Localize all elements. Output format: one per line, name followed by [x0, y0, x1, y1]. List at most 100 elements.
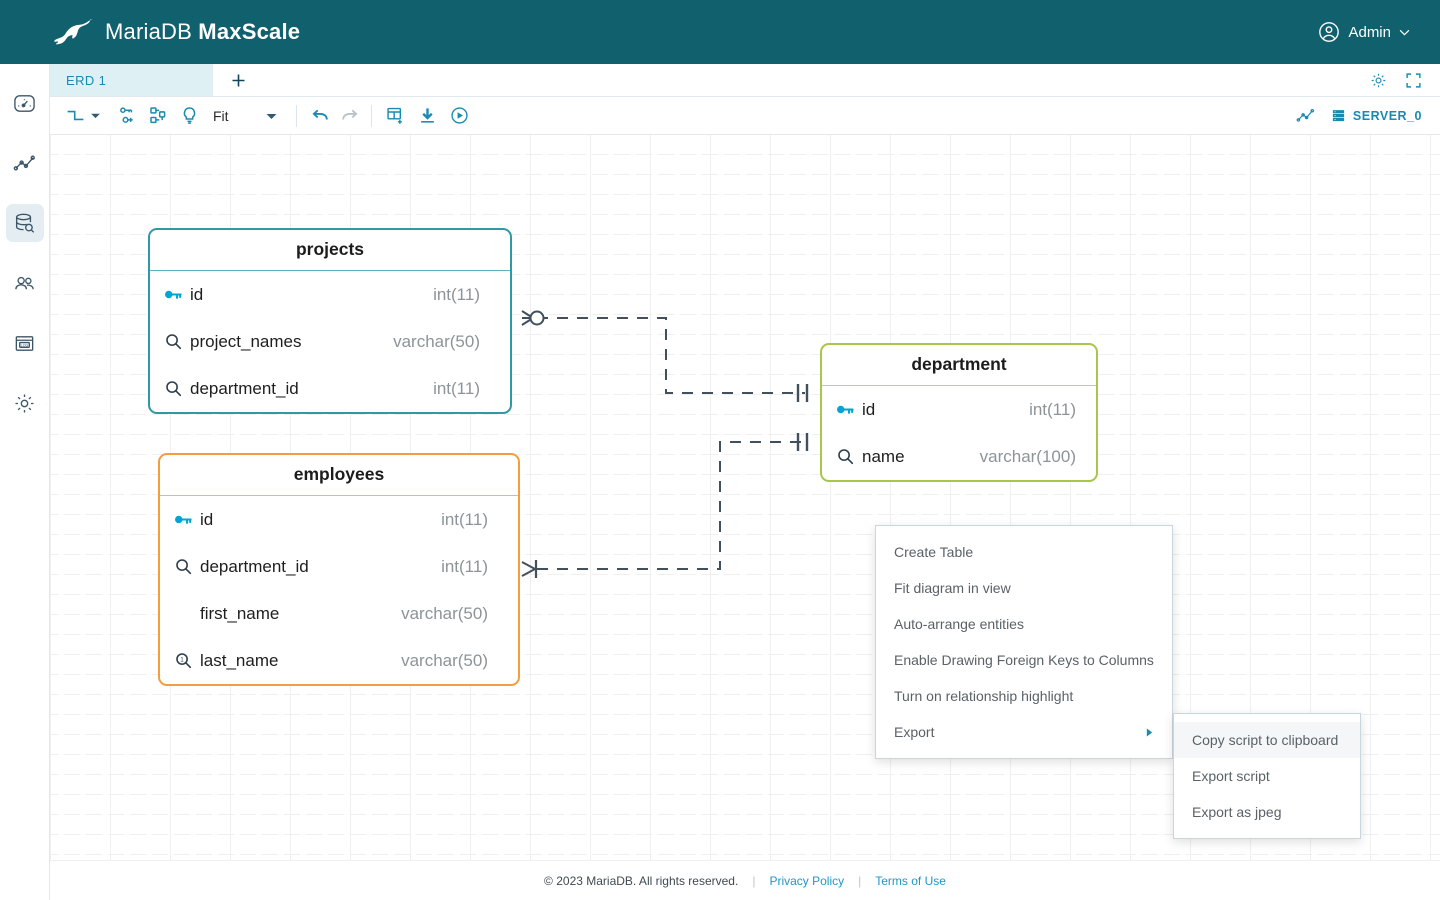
column-row[interactable]: id int(11) — [150, 271, 510, 318]
chevron-down-icon — [1399, 29, 1410, 36]
run-script-button[interactable] — [450, 106, 469, 125]
gear-icon — [15, 393, 34, 413]
column-name: id — [862, 399, 876, 419]
add-table-button[interactable] — [386, 106, 405, 125]
column-row[interactable]: id int(11) — [822, 386, 1096, 433]
redo-button[interactable] — [340, 106, 359, 125]
toolbar-divider-2 — [370, 104, 372, 127]
server-stack-icon — [1332, 110, 1345, 122]
export-submenu-item-label: Export as jpeg — [1192, 804, 1282, 820]
column-row[interactable]: name varchar(100) — [822, 433, 1096, 480]
add-table-icon — [386, 107, 402, 124]
import-script-button[interactable] — [418, 106, 437, 125]
tab-erd-1[interactable]: ERD 1 — [50, 64, 213, 96]
export-submenu[interactable]: Copy script to clipboard Export script E… — [1173, 713, 1361, 839]
context-menu-item-label: Create Table — [894, 544, 974, 560]
terms-of-use-link[interactable]: Terms of Use — [875, 873, 946, 888]
context-menu-item-relationship-highlight[interactable]: Turn on relationship highlight — [876, 678, 1172, 714]
svg-text:1: 1 — [180, 656, 184, 663]
admin-label: Admin — [1348, 23, 1391, 41]
undo-button[interactable] — [311, 106, 330, 125]
sidebar-item-settings[interactable] — [6, 384, 44, 422]
line-chart-icon — [13, 155, 35, 170]
auto-arrange-button[interactable] — [149, 106, 168, 125]
column-type: varchar(50) — [393, 331, 480, 351]
mariadb-seal-logo — [54, 19, 94, 45]
fullscreen-icon[interactable] — [1405, 72, 1422, 89]
context-menu-item-label: Export — [894, 724, 935, 740]
relationship-highlight-button[interactable] — [180, 106, 199, 125]
canvas-context-menu[interactable]: Create Table Fit diagram in view Auto-ar… — [875, 525, 1173, 759]
column-type: int(11) — [433, 284, 480, 304]
column-row[interactable]: 1 last_name varchar(50) — [160, 637, 518, 684]
admin-menu[interactable]: Admin — [1318, 21, 1410, 43]
redo-icon — [341, 109, 358, 120]
context-menu-item-fit-diagram[interactable]: Fit diagram in view — [876, 570, 1172, 606]
column-type: int(11) — [441, 509, 488, 529]
toolbar-right-group: SERVER_0 — [1296, 106, 1440, 125]
context-menu-item-create-table[interactable]: Create Table — [876, 534, 1172, 570]
column-row[interactable]: project_names varchar(50) — [150, 318, 510, 365]
tab-erd-1-label: ERD 1 — [66, 72, 107, 88]
column-row[interactable]: department_id int(11) — [160, 543, 518, 590]
zoom-level-select[interactable]: Fit — [213, 108, 278, 124]
zoom-level-label: Fit — [213, 107, 229, 124]
primary-key-icon — [836, 400, 858, 420]
context-menu-item-label: Fit diagram in view — [894, 580, 1011, 596]
column-row[interactable]: id int(11) — [160, 496, 518, 543]
context-menu-item-export[interactable]: Export — [876, 714, 1172, 750]
column-name: name — [862, 446, 905, 466]
tab-strip-actions — [1370, 64, 1440, 96]
sidebar-item-visualization[interactable] — [6, 144, 44, 182]
export-submenu-item-copy-script[interactable]: Copy script to clipboard — [1174, 722, 1360, 758]
undo-icon — [312, 109, 328, 120]
export-submenu-item-export-jpeg[interactable]: Export as jpeg — [1174, 794, 1360, 830]
index-icon — [164, 379, 186, 399]
entity-projects[interactable]: projects id int(11) project_names varcha… — [148, 228, 512, 414]
line-chart-icon[interactable] — [1296, 106, 1315, 125]
sidebar-item-dashboard[interactable] — [6, 84, 44, 122]
orthogonal-line-icon — [67, 110, 84, 121]
sidebar-item-query-editor[interactable] — [5, 204, 44, 242]
column-row[interactable]: first_name varchar(50) — [160, 590, 518, 637]
lightbulb-icon — [183, 107, 196, 124]
primary-key-icon — [164, 285, 186, 305]
auto-arrange-icon — [150, 107, 166, 124]
context-menu-item-auto-arrange[interactable]: Auto-arrange entities — [876, 606, 1172, 642]
column-row[interactable]: department_id int(11) — [150, 365, 510, 412]
server-label: SERVER_0 — [1352, 108, 1422, 123]
settings-gear-icon[interactable] — [1370, 72, 1387, 89]
foreign-key-button[interactable] — [118, 106, 137, 125]
tab-strip: ERD 1 — [50, 64, 1440, 97]
entity-department[interactable]: department id int(11) name varchar(100) — [820, 343, 1098, 482]
column-name: project_names — [190, 331, 302, 351]
column-type: varchar(100) — [979, 446, 1076, 466]
relationship-style-button[interactable] — [66, 106, 85, 125]
privacy-policy-link[interactable]: Privacy Policy — [769, 873, 845, 888]
sidebar-item-logs[interactable]: LOG — [6, 324, 44, 362]
column-name: id — [190, 284, 204, 304]
brand-product: MaxScale — [198, 19, 301, 44]
context-menu-item-label: Enable Drawing Foreign Keys to Columns — [894, 652, 1154, 668]
database-search-icon — [15, 213, 35, 233]
export-submenu-item-export-script[interactable]: Export script — [1174, 758, 1360, 794]
entity-employees-title: employees — [160, 455, 518, 496]
add-tab-button[interactable] — [213, 64, 263, 96]
column-name: last_name — [200, 650, 279, 670]
entity-department-title: department — [822, 345, 1096, 386]
primary-key-icon — [174, 510, 196, 530]
server-selector[interactable]: SERVER_0 — [1331, 108, 1422, 123]
entity-employees[interactable]: employees id int(11) department_id int(1… — [158, 453, 520, 686]
sidebar-item-users[interactable] — [6, 264, 44, 302]
footer-divider: | — [858, 873, 862, 888]
user-circle-icon — [1319, 22, 1340, 42]
column-name: id — [200, 509, 214, 529]
column-type: int(11) — [441, 556, 488, 576]
download-icon — [420, 108, 434, 123]
context-menu-item-enable-drawing-fk[interactable]: Enable Drawing Foreign Keys to Columns — [876, 642, 1172, 678]
chevron-down-icon[interactable] — [90, 112, 101, 119]
app-header: MariaDB MaxScale Admin — [0, 0, 1440, 64]
erd-canvas[interactable]: projects id int(11) project_names varcha… — [50, 135, 1440, 860]
column-name: first_name — [200, 603, 280, 623]
relationship-projects-department — [521, 310, 809, 402]
